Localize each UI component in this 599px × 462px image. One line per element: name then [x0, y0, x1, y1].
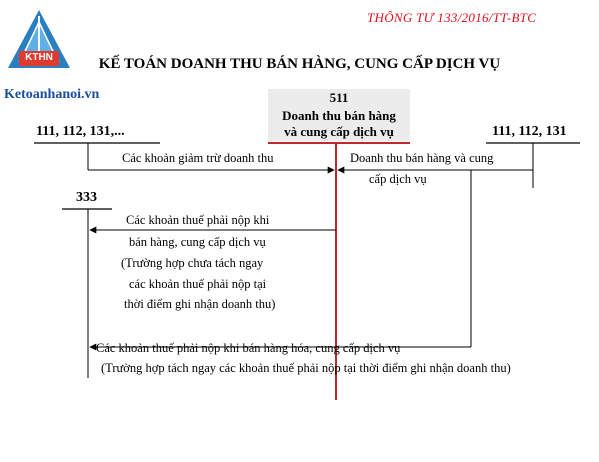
circular-reference: THÔNG TƯ 133/2016/TT-BTC — [367, 10, 537, 25]
tax-label-line3: (Trường hợp chưa tách ngay — [121, 256, 264, 270]
revenue-label-line2: cấp dịch vụ — [369, 172, 427, 186]
deductions-label: Các khoản giảm trừ doanh thu — [122, 151, 274, 165]
account-right-label: 111, 112, 131 — [492, 124, 567, 139]
company-logo: KTHN — [6, 8, 72, 76]
tax-separate-label-line1: Các khoản thuế phải nộp khi bán hàng hóa… — [96, 341, 401, 355]
account-511-box — [268, 89, 410, 141]
tax-label-line5: thời điểm ghi nhận doanh thu) — [124, 297, 276, 311]
revenue-label-line1: Doanh thu bán hàng và cung — [350, 151, 494, 165]
account-333-label: 333 — [76, 190, 97, 205]
tax-label-line4: các khoản thuế phải nộp tại — [129, 277, 267, 291]
tax-separate-label-line2: (Trường hợp tách ngay các khoản thuế phả… — [101, 361, 511, 375]
page-title: KẾ TOÁN DOANH THU BÁN HÀNG, CUNG CẤP DỊC… — [98, 56, 501, 72]
tax-label-line2: bán hàng, cung cấp dịch vụ — [129, 235, 266, 249]
account-left-label: 111, 112, 131,... — [36, 124, 125, 139]
account-511-name-line2: và cung cấp dịch vụ — [284, 124, 394, 139]
account-511-name-line1: Doanh thu bán hàng — [282, 108, 396, 123]
logo-text: KTHN — [25, 52, 53, 63]
account-511-number: 511 — [329, 90, 349, 105]
tax-label-line1: Các khoản thuế phải nộp khi — [126, 213, 270, 227]
site-name[interactable]: Ketoanhanoi.vn — [4, 87, 100, 102]
